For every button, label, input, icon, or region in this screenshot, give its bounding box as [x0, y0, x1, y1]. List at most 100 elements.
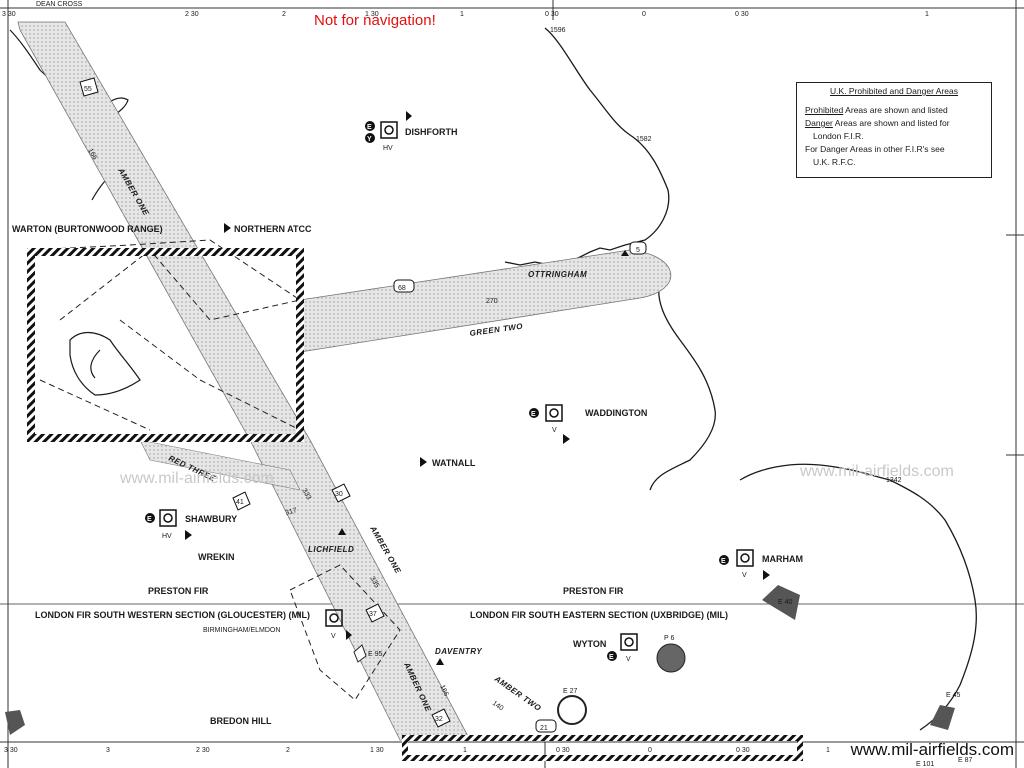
label-daventry: DAVENTRY [435, 647, 482, 656]
heading-333: 333 [300, 488, 312, 502]
label-bredon-hill: BREDON HILL [210, 716, 272, 726]
heading-270: 270 [486, 298, 498, 305]
watermark-left: www.mil-airfields.com [120, 470, 274, 487]
legend-line-5: U.K. R.F.C. [813, 157, 856, 167]
spot-height-1582: 1582 [636, 136, 652, 143]
label-northern-atcc: NORTHERN ATCC [234, 224, 312, 234]
grid-top-9: 1 [925, 11, 929, 18]
heading-166-south: 166 [438, 684, 449, 698]
heading-335: 335 [368, 576, 380, 590]
route-number-32: 32 [435, 716, 443, 723]
spot-height-1342: 1342 [886, 477, 902, 484]
e-marker-text-dishforth: E [367, 124, 372, 131]
danger-area-e95 [353, 644, 367, 663]
grid-bottom-3: 2 30 [196, 747, 210, 754]
grid-bottom-4: 2 [286, 747, 290, 754]
code-wyton: V [626, 656, 631, 663]
fir-london-se: LONDON FIR SOUTH EASTERN SECTION (UXBRID… [470, 610, 728, 620]
y-marker-text-dishforth: Y [367, 136, 372, 143]
code-shawbury: HV [162, 533, 172, 540]
dashed-boundaries [29, 239, 401, 701]
danger-area-e40 [762, 585, 800, 620]
legend-line-2: Danger Areas are shown and listed for [805, 118, 950, 128]
area-e40: E 40 [778, 599, 793, 606]
grid-top-2: 2 30 [185, 11, 199, 18]
fir-preston-left: PRESTON FIR [148, 586, 209, 596]
route-number-5: 5 [636, 247, 640, 254]
fir-preston-right: PRESTON FIR [563, 586, 624, 596]
heading-317: 317 [285, 507, 298, 517]
legend-line-4: For Danger Areas in other F.I.R's see [805, 144, 945, 154]
label-warton: WARTON (BURTONWOOD RANGE) [12, 224, 163, 234]
e-marker-text-wyton: E [609, 654, 614, 661]
label-wrekin: WREKIN [198, 552, 235, 562]
label-birmingham: BIRMINGHAM/ELMDON [203, 627, 280, 634]
danger-area-e27 [557, 695, 587, 725]
dean-cross-label: DEAN CROSS [36, 1, 83, 8]
danger-area-e45 [930, 705, 955, 730]
beacon-symbols [185, 111, 770, 665]
label-dishforth: DISHFORTH [405, 127, 458, 137]
grid-bottom-5: 1 30 [370, 747, 384, 754]
e-marker-text-waddington: E [531, 411, 536, 418]
grid-bottom-9: 0 30 [736, 747, 750, 754]
area-p6: P 6 [664, 635, 674, 642]
grid-top-5: 1 [460, 11, 464, 18]
grid-bottom-8: 0 [648, 747, 652, 754]
grid-bottom-10: 1 [826, 747, 830, 754]
label-waddington: WADDINGTON [585, 408, 647, 418]
e-markers [145, 121, 729, 661]
route-number-37: 37 [369, 611, 377, 618]
not-for-navigation-warning: Not for navigation! [314, 12, 436, 29]
legend-box: U.K. Prohibited and Danger Areas Prohibi… [796, 82, 992, 178]
grid-bottom-2: 3 [106, 747, 110, 754]
route-number-55: 55 [84, 86, 92, 93]
legend-title: U.K. Prohibited and Danger Areas [829, 86, 959, 96]
code-birmingham: V [331, 633, 336, 640]
route-number-41: 41 [236, 499, 244, 506]
label-wyton: WYTON [573, 639, 606, 649]
label-watnall: WATNALL [432, 458, 476, 468]
danger-area-left-edge [5, 710, 25, 735]
grid-top-1: 3 30 [2, 11, 16, 18]
airfield-symbols [159, 121, 754, 651]
code-marham: V [742, 572, 747, 579]
legend-line-3: London F.I.R. [813, 131, 864, 141]
route-number-boxes [79, 77, 647, 733]
label-shawbury: SHAWBURY [185, 514, 237, 524]
grid-top-4: 1 30 [365, 11, 379, 18]
prohibited-zone-bottom [402, 735, 803, 761]
heading-166-north: 166 [86, 148, 98, 162]
airway-red-three [139, 439, 301, 491]
code-dishforth: HV [383, 145, 393, 152]
label-ottringham: OTTRINGHAM [528, 270, 587, 279]
grid-top-7: 0 [642, 11, 646, 18]
route-number-21: 21 [540, 725, 548, 732]
legend-line-1: Prohibited Areas are shown and listed [805, 105, 948, 115]
area-e45: E 45 [946, 692, 961, 699]
label-marham: MARHAM [762, 554, 803, 564]
grid-top-8: 0 30 [735, 11, 749, 18]
label-lichfield: LICHFIELD [308, 545, 354, 554]
area-e95: E 95 [368, 651, 383, 658]
e-marker-text-shawbury: E [147, 516, 152, 523]
watermark-right: www.mil-airfields.com [800, 463, 954, 480]
grid-bottom-6: 1 [463, 747, 467, 754]
prohibited-area-p6 [656, 643, 686, 673]
grid-bottom-7: 0 30 [556, 747, 570, 754]
grid-bottom-1: 3 30 [4, 747, 18, 754]
e-marker-text-marham: E [721, 558, 726, 565]
grid-top-6: 0 30 [545, 11, 559, 18]
east-coastline [504, 27, 977, 731]
code-waddington: V [552, 427, 557, 434]
fir-london-sw: LONDON FIR SOUTH WESTERN SECTION (GLOUCE… [35, 610, 310, 620]
route-number-30: 30 [335, 491, 343, 498]
area-e101: E 101 [916, 761, 934, 768]
route-number-68: 68 [398, 285, 406, 292]
source-credit: www.mil-airfields.com [850, 740, 1014, 759]
prohibited-zone-manchester [27, 248, 304, 442]
area-e27: E 27 [563, 688, 578, 695]
heading-140: 140 [491, 700, 505, 712]
